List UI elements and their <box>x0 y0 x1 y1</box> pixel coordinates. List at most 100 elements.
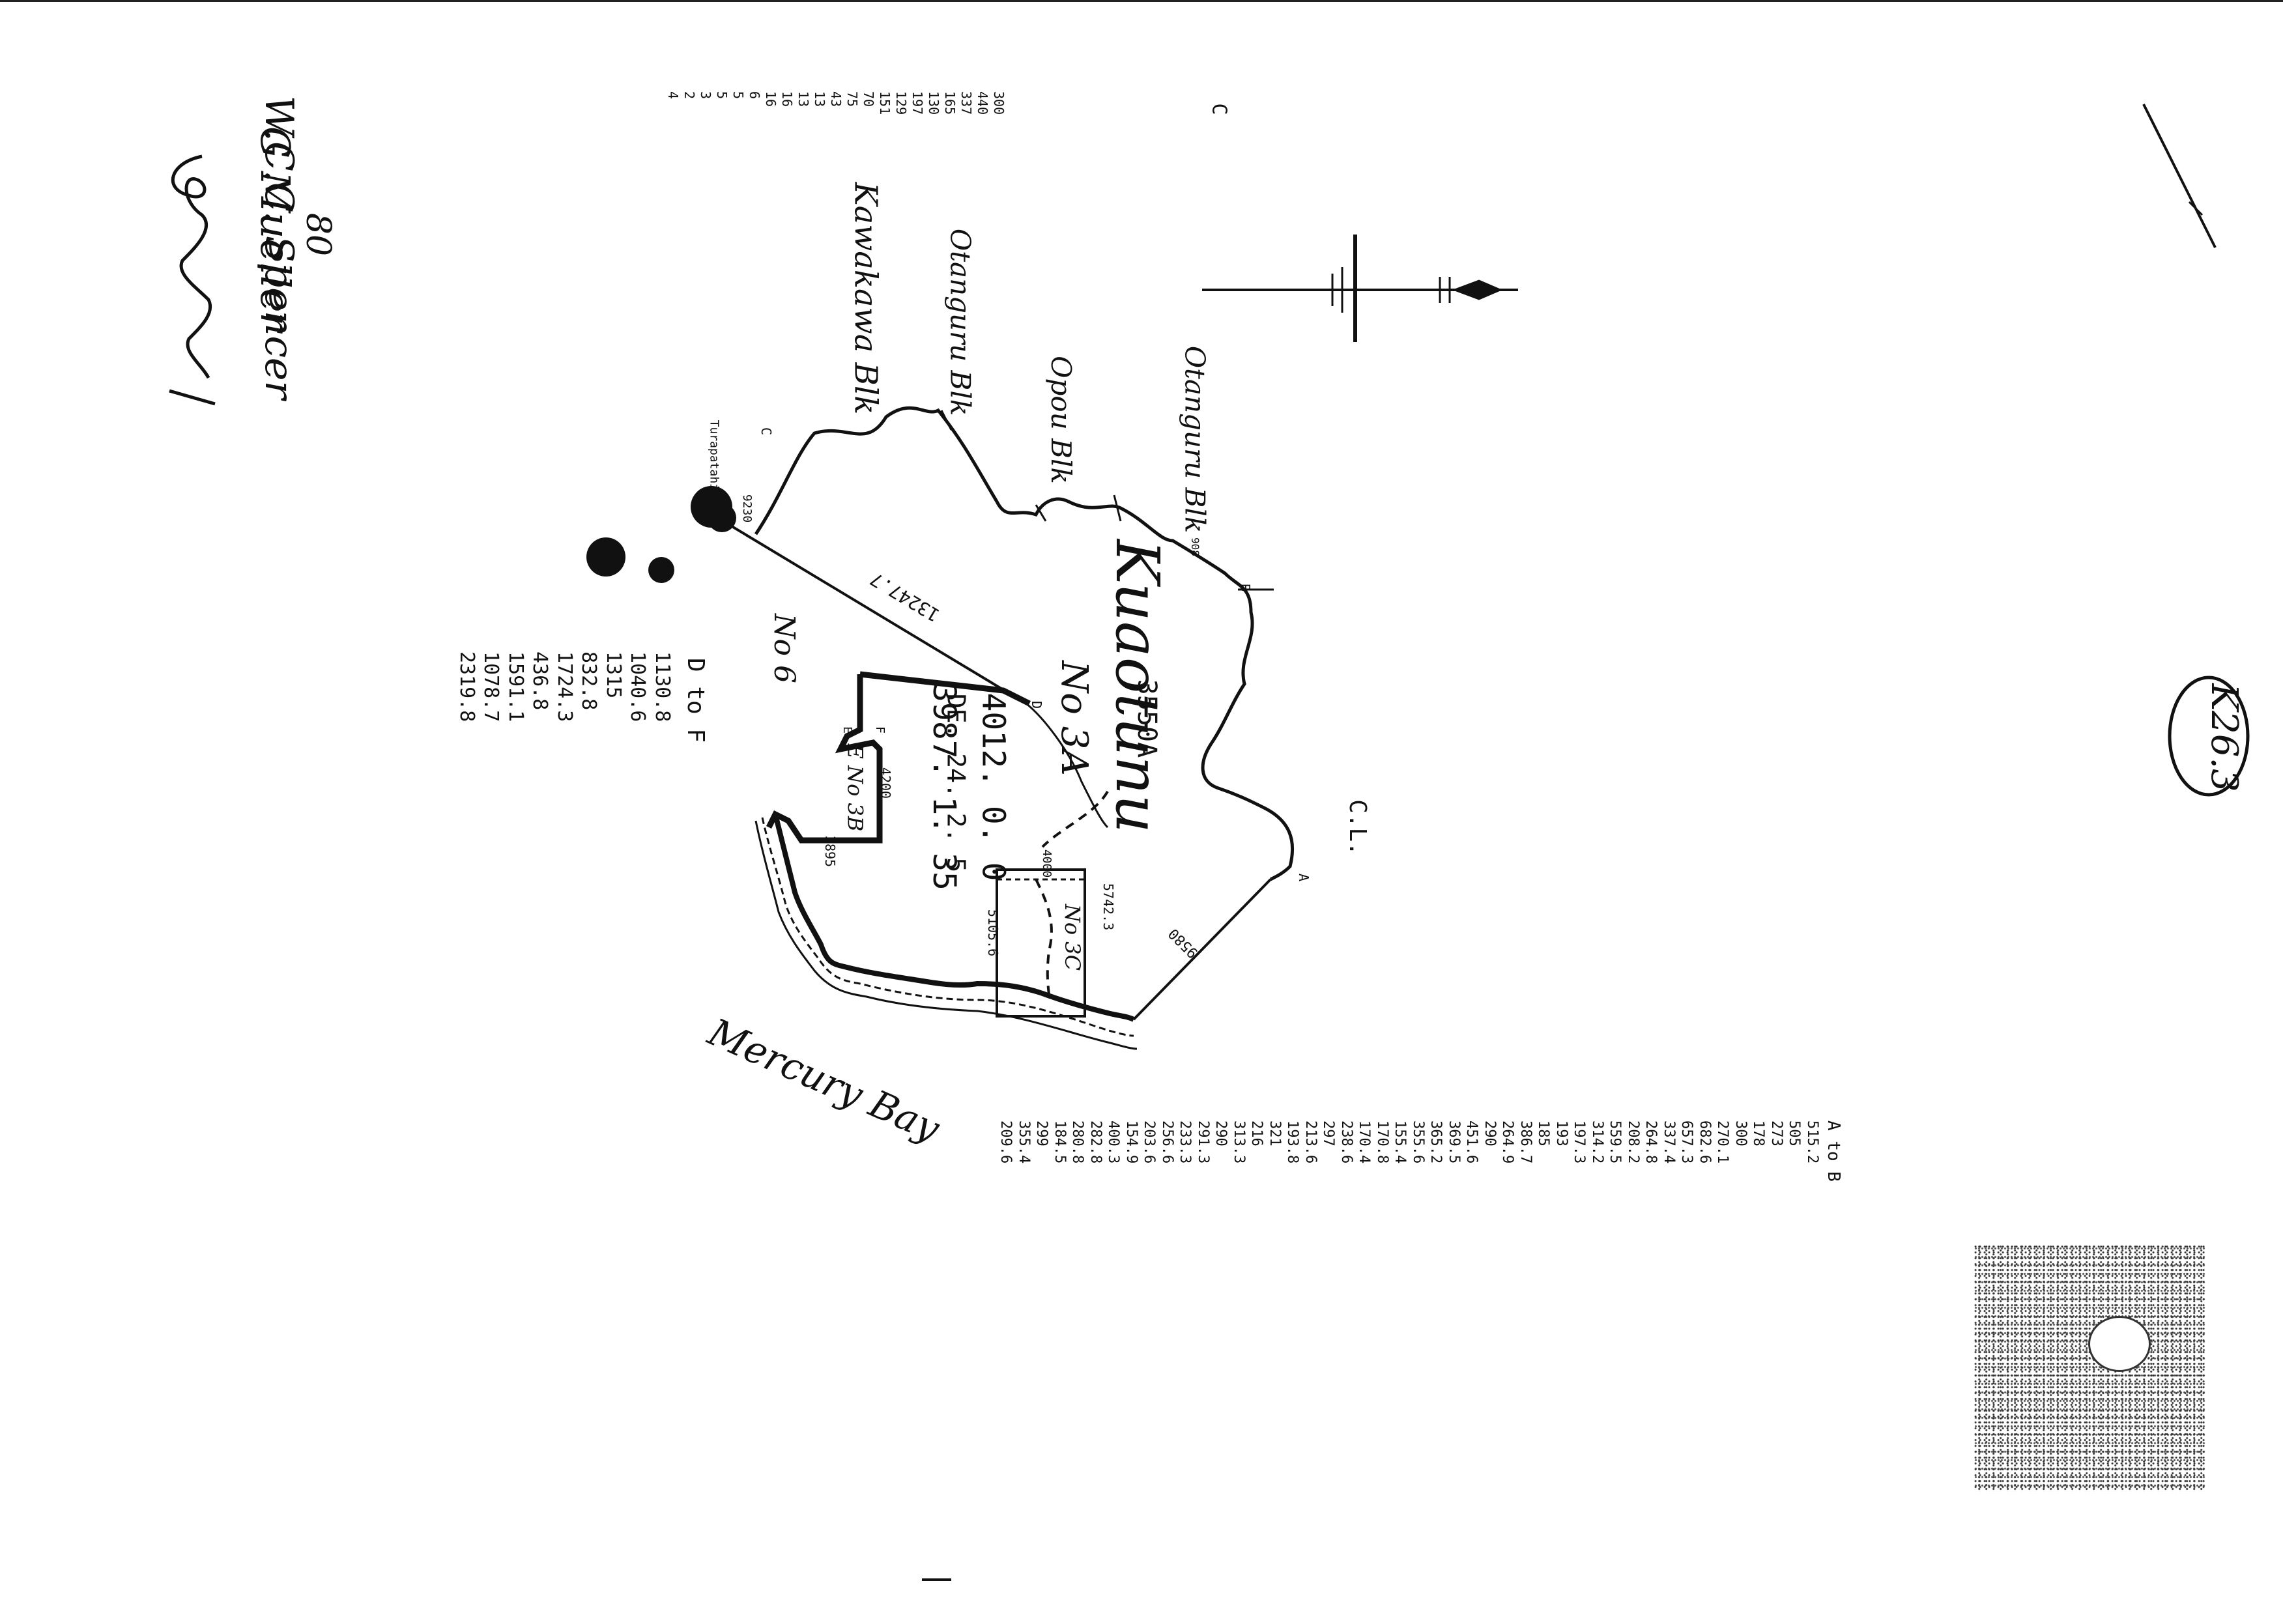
traverse-a-to-b-value: 203.6 <box>1141 1120 1158 1164</box>
traverse-a-to-b-value: 559.5 <box>1607 1120 1624 1164</box>
area-label: 3550A <box>1132 679 1162 758</box>
length-4200: 4200 <box>878 767 894 799</box>
traverse-a-to-b-value: 216 <box>1248 1120 1265 1147</box>
traverse-c-top-value: 5 <box>730 91 746 100</box>
traverse-a-to-b-value: 256.6 <box>1159 1120 1175 1164</box>
traverse-a-to-b-value: 208.2 <box>1625 1120 1641 1164</box>
traverse-c-top-value: 6 <box>747 91 762 100</box>
traverse-a-to-b-value: 369.5 <box>1446 1120 1462 1164</box>
traverse-a-to-b-value: 213.6 <box>1302 1120 1319 1164</box>
traverse-a-to-b-value: 300 <box>1732 1120 1749 1147</box>
traverse-a-to-b-value: 290 <box>1213 1120 1229 1147</box>
area-line-3: 3987. 1. 35 <box>925 683 962 890</box>
length-9230: 9230 <box>740 494 754 523</box>
traverse-c-top-value: 13 <box>812 91 827 107</box>
traverse-d-to-f-value: 1315 <box>602 651 625 699</box>
traverse-a-to-b-value: 314.2 <box>1589 1120 1605 1164</box>
boundary-c-d <box>722 520 1027 705</box>
coastline <box>773 814 1135 1022</box>
mark-f: F <box>872 726 887 734</box>
traverse-c-top-value: 2 <box>682 91 697 100</box>
length-3895: 3895 <box>822 835 839 868</box>
traverse-c-top-value: 197 <box>910 91 925 115</box>
traverse-a-to-b-value: 337.4 <box>1661 1120 1677 1164</box>
traverse-a-to-b-value: 297 <box>1320 1120 1337 1147</box>
mark-b: B <box>1237 583 1254 592</box>
traverse-a-to-b-value: 355.6 <box>1410 1120 1426 1164</box>
mark-c-top: C <box>1207 103 1231 115</box>
traverse-a-to-b-value: 178 <box>1750 1120 1767 1147</box>
neighbor-kawakawa: Kawakawa Blk <box>847 182 884 415</box>
traverse-a-to-b-value: 299 <box>1033 1120 1050 1147</box>
traverse-c-top-value: 75 <box>844 91 860 107</box>
traverse-c-top-value: 3 <box>698 91 713 100</box>
signature-number: 80 <box>298 212 338 257</box>
mark-a: A <box>1296 873 1312 882</box>
neighbor-opou: Opou Blk <box>1044 356 1077 484</box>
signature-checked: W.C.C. Spencer <box>256 95 302 400</box>
traverse-c-top-value: 151 <box>877 91 893 115</box>
mark-c: C <box>758 427 775 436</box>
traverse-c-top-value: 16 <box>779 91 795 107</box>
traverse-d-to-f-value: 1040.6 <box>626 651 650 722</box>
traverse-a-to-b-value: 273 <box>1768 1120 1785 1147</box>
top-edge-rule <box>0 0 2283 2</box>
traverse-a-to-b-value: 505 <box>1786 1120 1803 1147</box>
neighbor-otanguru-2: Otanguru Blk <box>1179 345 1211 534</box>
traverse-a-to-b-value: 451.6 <box>1463 1120 1480 1164</box>
length-5742: 5742.3 <box>1100 883 1117 931</box>
traverse-a-to-b-value: 170.4 <box>1356 1120 1373 1164</box>
traverse-d-to-f-value: 1724.3 <box>553 651 576 722</box>
traverse-a-to-b-value: 154.9 <box>1123 1120 1140 1164</box>
traverse-c-top-value: 440 <box>975 91 990 115</box>
length-4000: 4000 <box>1040 849 1054 878</box>
traverse-c-top-value: 13 <box>796 91 811 107</box>
traverse-a-to-b-value: 313.3 <box>1231 1120 1247 1164</box>
traverse-a-to-b-value: 290 <box>1482 1120 1498 1147</box>
traverse-c-top-value: 70 <box>861 91 876 107</box>
traverse-a-to-b-value: 264.8 <box>1643 1120 1659 1164</box>
traverse-d-to-f-value: 1078.7 <box>480 651 503 722</box>
traverse-a-to-b-value: 184.5 <box>1052 1120 1068 1164</box>
reference-oval <box>2168 676 2250 797</box>
traverse-a-to-b-value: 185 <box>1535 1120 1552 1147</box>
mark-e: E <box>840 726 854 734</box>
traverse-a-to-b-value: 238.6 <box>1338 1120 1355 1164</box>
traverse-a-to-b-value: 355.4 <box>1016 1120 1032 1164</box>
parcel-3c-outline <box>996 868 1086 1018</box>
traverse-c-top-value: 129 <box>893 91 909 115</box>
north-arrow-icon <box>1202 235 1518 342</box>
traverse-a-to-b-value: 365.2 <box>1428 1120 1444 1164</box>
traverse-a-to-b-value: 197.3 <box>1571 1120 1588 1164</box>
traverse-a-to-b-value: 657.3 <box>1678 1120 1695 1164</box>
traverse-a-to-b-value: 233.3 <box>1177 1120 1194 1164</box>
traverse-d-to-f-value: 436.8 <box>528 651 552 711</box>
area-line-1: 4012. 0. 0 <box>975 692 1012 881</box>
traverse-a-to-b-value: 282.8 <box>1087 1120 1104 1164</box>
traverse-a-to-b-value: 291.3 <box>1195 1120 1211 1164</box>
traverse-a-to-b-value: 400.3 <box>1105 1120 1122 1164</box>
traverse-d-to-f-value: 1591.1 <box>504 651 527 722</box>
map-reference: K26.3 <box>2202 683 2245 792</box>
length-5105: 5105.6 <box>985 909 1001 957</box>
traverse-c-top-value: 337 <box>958 91 974 115</box>
handwritten-signature-icon <box>169 154 216 406</box>
boundary-a-bay <box>1132 878 1272 1021</box>
traverse-a-to-b-value: 386.7 <box>1517 1120 1534 1164</box>
traverse-a-to-b-value: 209.6 <box>998 1120 1014 1164</box>
traverse-d-to-f-value: 2319.8 <box>455 651 478 722</box>
traverse-a-to-b-value: 321 <box>1267 1120 1283 1147</box>
traverse-d-to-f-value: 1130.8 <box>651 651 674 722</box>
mark-d: D <box>1029 700 1045 709</box>
traverse-c-top-value: 130 <box>926 91 941 115</box>
traverse-c-top-value: 16 <box>763 91 779 107</box>
traverse-a-to-b-value: 682.6 <box>1697 1120 1713 1164</box>
traverse-a-to-b-value: 280.8 <box>1069 1120 1086 1164</box>
traverse-a-to-b-value: 155.4 <box>1392 1120 1409 1164</box>
traverse-a-to-b-value: 270.1 <box>1714 1120 1731 1164</box>
traverse-a-to-b-value: 264.9 <box>1499 1120 1516 1164</box>
parcel-e3b: E No 3B <box>842 743 868 832</box>
